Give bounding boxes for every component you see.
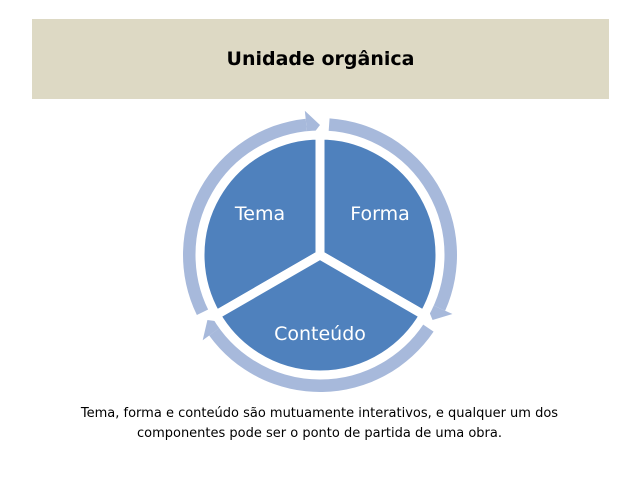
caption-line-2: componentes pode ser o ponto de partida … (136, 426, 503, 441)
segment-label-tema: Tema (234, 203, 285, 225)
segment-conteudo (209, 249, 431, 380)
segment-label-forma: Forma (350, 203, 410, 225)
ring-arc-forma (328, 118, 458, 311)
cycle-diagram: Tema Forma Conteúdo (183, 110, 458, 393)
caption: Tema, forma e conteúdo são mutuamente in… (40, 404, 599, 444)
segments (195, 130, 445, 380)
caption-line-1: Tema, forma e conteúdo são mutuamente in… (80, 406, 559, 421)
slide-title: Unidade orgânica (226, 48, 415, 70)
ring-arc-tema (183, 118, 308, 316)
ring-arc-conteudo (209, 323, 434, 393)
title-band: Unidade orgânica (32, 19, 609, 99)
segment-label-conteudo: Conteúdo (274, 323, 366, 345)
